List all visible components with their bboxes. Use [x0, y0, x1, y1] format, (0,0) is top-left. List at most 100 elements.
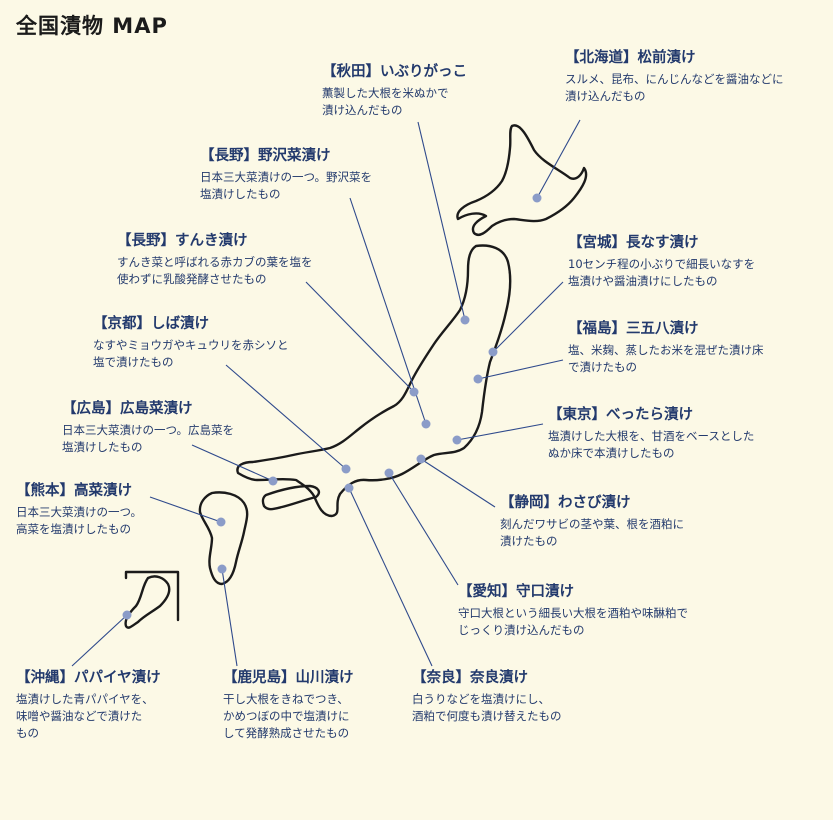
callout-desc: 10センチ程の小ぶりで細長いなすを 塩漬けや醤油漬けにしたもの: [568, 256, 755, 290]
location-dot-okinawa: [122, 610, 132, 620]
desc-line: して発酵熟成させたもの: [223, 726, 350, 740]
callout-title: 【宮城】長なす漬け: [568, 235, 699, 251]
location-dot-fukushima: [473, 374, 483, 384]
callout-hokkaido: 【北海道】松前漬け スルメ、昆布、にんじんなどを醤油などに 漬け込んだもの: [565, 48, 784, 105]
desc-line: 薫製した大根を米ぬかで: [322, 86, 449, 100]
desc-line: 10センチ程の小ぶりで細長いなすを: [568, 257, 756, 271]
desc-line: じっくり漬け込んだもの: [458, 623, 585, 637]
desc-line: 漬け込んだもの: [322, 103, 403, 117]
desc-line: もの: [16, 726, 39, 740]
desc-line: すんき菜と呼ばれる赤カブの葉を塩を: [117, 255, 313, 269]
callout-kyoto: 【京都】しば漬け なすやミョウガやキュウリを赤シソと 塩で漬けたもの: [93, 314, 289, 371]
leader-line-akita: [417, 121, 466, 321]
kyushu-outline: [198, 491, 249, 586]
desc-line: スルメ、昆布、にんじんなどを醤油などに: [565, 72, 784, 86]
hokkaido-outline: [456, 124, 588, 237]
desc-line: なすやミョウガやキュウリを赤シソと: [93, 338, 289, 352]
callout-title: 【長野】すんき漬け: [117, 233, 248, 249]
leader-line-nagano1: [349, 197, 427, 425]
desc-line: 日本三大菜漬けの一つ。: [16, 505, 143, 519]
desc-line: 塩漬けした青パパイヤを、: [16, 692, 154, 706]
leader-line-aichi: [388, 472, 459, 586]
callout-desc: 塩漬けした大根を、甘酒をベースとした ぬか床で本漬けしたもの: [548, 428, 754, 462]
leader-line-kyoto: [225, 364, 347, 470]
callout-nara: 【奈良】奈良漬け 白うりなどを塩漬けにし、 酒粕で何度も漬け替えたもの: [412, 668, 562, 725]
leader-line-fukushima: [477, 359, 564, 380]
callout-akita: 【秋田】いぶりがっこ 薫製した大根を米ぬかで 漬け込んだもの: [322, 62, 467, 119]
callout-title: 【愛知】守口漬け: [458, 584, 574, 600]
location-dot-nara: [344, 483, 354, 493]
leader-line-tokyo: [456, 423, 544, 441]
callout-title: 【秋田】いぶりがっこ: [322, 64, 467, 80]
desc-line: 刻んだワサビの茎や葉、根を酒粕に: [500, 517, 684, 531]
callout-title: 【北海道】松前漬け: [565, 50, 696, 66]
callout-title: 【広島】広島菜漬け: [62, 401, 193, 417]
callout-shizuoka: 【静岡】わさび漬け 刻んだワサビの茎や葉、根を酒粕に 漬けたもの: [500, 493, 684, 550]
desc-line: 塩漬けや醤油漬けにしたもの: [568, 274, 718, 288]
desc-line: 日本三大菜漬けの一つ。広島菜を: [62, 423, 235, 437]
callout-desc: 白うりなどを塩漬けにし、 酒粕で何度も漬け替えたもの: [412, 691, 562, 725]
callout-kumamoto: 【熊本】高菜漬け 日本三大菜漬けの一つ。 高菜を塩漬けしたもの: [16, 481, 142, 538]
callout-title: 【長野】野沢菜漬け: [200, 148, 331, 164]
location-dot-kagoshima: [217, 564, 227, 574]
callout-miyagi: 【宮城】長なす漬け 10センチ程の小ぶりで細長いなすを 塩漬けや醤油漬けにしたも…: [568, 233, 755, 290]
location-dot-nagano1: [421, 419, 431, 429]
desc-line: 使わずに乳酸発酵させたもの: [117, 272, 267, 286]
desc-line: 干し大根をきねでつき、: [223, 692, 349, 706]
leader-line-kumamoto: [149, 496, 222, 523]
location-dot-tokyo: [452, 435, 462, 445]
callout-desc: スルメ、昆布、にんじんなどを醤油などに 漬け込んだもの: [565, 71, 784, 105]
callout-title: 【鹿児島】山川漬け: [223, 670, 354, 686]
location-dot-miyagi: [488, 347, 498, 357]
callout-desc: 刻んだワサビの茎や葉、根を酒粕に 漬けたもの: [500, 516, 684, 550]
leader-line-hiroshima: [191, 444, 274, 482]
callout-nagano-nozawana: 【長野】野沢菜漬け 日本三大菜漬けの一つ。野沢菜を 塩漬けしたもの: [200, 146, 372, 203]
callout-title: 【奈良】奈良漬け: [412, 670, 528, 686]
desc-line: 漬け込んだもの: [565, 89, 646, 103]
desc-line: で漬けたもの: [568, 360, 637, 374]
location-dot-akita: [460, 315, 470, 325]
desc-line: 塩で漬けたもの: [93, 355, 174, 369]
desc-line: 塩漬けしたもの: [62, 440, 143, 454]
callout-okinawa: 【沖縄】パパイヤ漬け 塩漬けした青パパイヤを、 味噌や醤油などで漬けた もの: [16, 668, 161, 742]
okinawa-outline: [124, 575, 171, 629]
leader-line-miyagi: [492, 281, 564, 353]
leader-line-shizuoka: [420, 458, 496, 508]
callout-title: 【東京】べったら漬け: [548, 407, 693, 423]
leader-line-hokkaido: [536, 119, 581, 199]
callout-desc: 守口大根という細長い大根を酒粕や味醂粕で じっくり漬け込んだもの: [458, 605, 688, 639]
desc-line: 塩漬けしたもの: [200, 187, 281, 201]
location-dot-shizuoka: [416, 454, 426, 464]
desc-line: 漬けたもの: [500, 534, 558, 548]
location-dot-hiroshima: [268, 476, 278, 486]
callout-title: 【静岡】わさび漬け: [500, 495, 631, 511]
callout-fukushima: 【福島】三五八漬け 塩、米麹、蒸したお米を混ぜた漬け床 で漬けたもの: [568, 319, 764, 376]
callout-desc: 日本三大菜漬けの一つ。野沢菜を 塩漬けしたもの: [200, 169, 372, 203]
leader-line-nagano2: [305, 281, 415, 393]
desc-line: 白うりなどを塩漬けにし、: [412, 692, 550, 706]
leader-line-kagoshima: [221, 568, 238, 667]
leader-lines: [71, 119, 581, 667]
callout-kagoshima: 【鹿児島】山川漬け 干し大根をきねでつき、 かめつぼの中で塩漬けに して発酵熟成…: [223, 668, 354, 742]
callout-title: 【熊本】高菜漬け: [16, 483, 132, 499]
leader-line-nara: [348, 487, 433, 667]
shikoku-outline: [261, 484, 321, 511]
desc-line: 日本三大菜漬けの一つ。野沢菜を: [200, 170, 373, 184]
okinawa-frame: [124, 570, 180, 622]
callout-desc: 塩漬けした青パパイヤを、 味噌や醤油などで漬けた もの: [16, 691, 161, 742]
callout-title: 【福島】三五八漬け: [568, 321, 699, 337]
page-title: 全国漬物 MAP: [16, 14, 168, 38]
callout-nagano-sunki: 【長野】すんき漬け すんき菜と呼ばれる赤カブの葉を塩を 使わずに乳酸発酵させたも…: [117, 231, 313, 288]
leader-line-okinawa: [71, 614, 128, 667]
desc-line: かめつぼの中で塩漬けに: [223, 709, 350, 723]
location-dot-nagano2: [409, 387, 419, 397]
desc-line: 塩、米麹、蒸したお米を混ぜた漬け床: [568, 343, 764, 357]
callout-desc: なすやミョウガやキュウリを赤シソと 塩で漬けたもの: [93, 337, 289, 371]
location-dot-aichi: [384, 468, 394, 478]
callout-desc: 干し大根をきねでつき、 かめつぼの中で塩漬けに して発酵熟成させたもの: [223, 691, 354, 742]
honshu-outline: [236, 244, 512, 518]
desc-line: 高菜を塩漬けしたもの: [16, 522, 131, 536]
callout-desc: 薫製した大根を米ぬかで 漬け込んだもの: [322, 85, 467, 119]
desc-line: 守口大根という細長い大根を酒粕や味醂粕で: [458, 606, 688, 620]
